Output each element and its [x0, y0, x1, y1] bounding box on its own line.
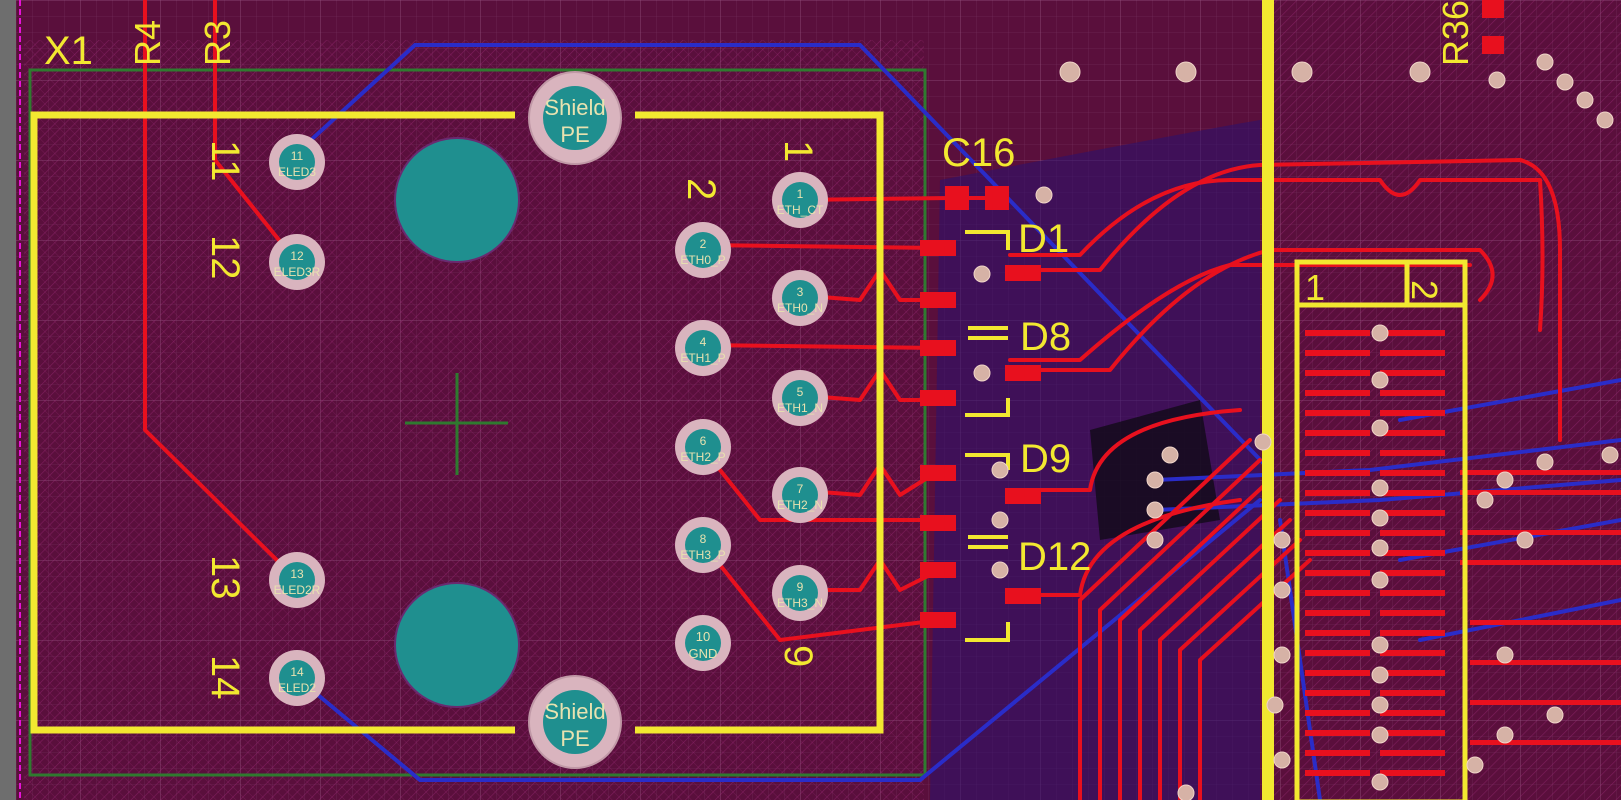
silk-pin-2: 2: [679, 178, 723, 200]
shield-pad-bottom: Shield PE: [528, 675, 622, 769]
connector-pad-9: 9 ETH3_N: [772, 565, 828, 621]
silk-pin-11: 11: [203, 140, 247, 182]
pad-number: 6: [700, 434, 707, 448]
pad-net-name: GND: [689, 646, 718, 661]
connector-pad-3: 3 ETH0_N: [772, 270, 828, 326]
pad-net-name: ETH_CT: [777, 203, 824, 217]
pad-net-name: ETH1_N: [777, 401, 823, 415]
silk-pin-12: 12: [203, 235, 247, 280]
refdes-d9: D9: [1020, 437, 1071, 481]
shield-label-bottom: Shield: [544, 699, 605, 724]
ic-footprint-pads: [1305, 330, 1621, 776]
refdes-d8: D8: [1020, 315, 1071, 359]
refdes-d12: D12: [1018, 535, 1091, 579]
pad-number: 14: [290, 665, 304, 679]
mounting-hole: [394, 582, 520, 708]
connector-pad-10: 10 GND: [675, 615, 731, 671]
refdes-r36: R36: [1435, 0, 1476, 66]
shield-net-bottom: PE: [560, 726, 589, 751]
connector-pad-14: 14 ELED2: [269, 650, 325, 706]
pad-net-name: ETH3_N: [777, 596, 823, 610]
pad-number: 8: [700, 532, 707, 546]
shield-net-top: PE: [560, 122, 589, 147]
connector-pad-4: 4 ETH1_P: [675, 320, 731, 376]
silkscreen-labels: X1 R4 R3 R36 C16 D1 D8 D9 D12 1 2 1 2 9 …: [44, 0, 1476, 700]
mounting-hole: [394, 137, 520, 263]
pad-number: 2: [700, 237, 707, 251]
component-origin-crosshair: [405, 373, 508, 475]
silk-pin-13: 13: [203, 555, 247, 600]
connector-pad-8: 8 ETH3_P: [675, 517, 731, 573]
silk-pin-1: 1: [776, 140, 820, 162]
vias: [973, 53, 1619, 800]
ic-pin2-mark: 2: [1404, 280, 1445, 300]
pad-number: 3: [797, 285, 804, 299]
pad-net-name: ELED3R: [274, 265, 321, 279]
refdes-r3: R3: [197, 20, 238, 66]
pad-net-name: ELED2R: [274, 583, 321, 597]
pad-number: 13: [290, 567, 304, 581]
pad-number: 1: [797, 187, 804, 201]
pad-number: 12: [290, 249, 304, 263]
connector-pad-2: 2 ETH0_P: [675, 222, 731, 278]
ic-pin1-mark: 1: [1305, 267, 1325, 308]
silk-pin-9: 9: [776, 645, 820, 667]
connector-pad-5: 5 ETH1_N: [772, 370, 828, 426]
pad-net-name: ETH1_P: [680, 351, 725, 365]
pad-net-name: ETH0_N: [777, 301, 823, 315]
silkscreen-outlines: [30, 0, 1468, 800]
pad-number: 9: [797, 580, 804, 594]
silk-pin-14: 14: [203, 655, 247, 700]
connector-pad-12: 12 ELED3R: [269, 234, 325, 290]
pad-net-name: ELED3: [278, 165, 316, 179]
mounting-holes: [394, 137, 520, 708]
connector-pad-13: 13 ELED2R: [269, 552, 325, 608]
pad-net-name: ETH2_N: [777, 498, 823, 512]
shield-pad-top: Shield PE: [528, 71, 622, 165]
refdes-c16: C16: [942, 131, 1015, 175]
refdes-x1: X1: [44, 29, 93, 73]
pad-number: 5: [797, 385, 804, 399]
shield-label-top: Shield: [544, 95, 605, 120]
pad-number: 10: [696, 629, 710, 644]
pad-number: 11: [291, 149, 304, 163]
refdes-r4: R4: [127, 20, 168, 66]
pad-number: 4: [700, 335, 707, 349]
connector-pad-7: 7 ETH2_N: [772, 467, 828, 523]
pad-net-name: ELED2: [278, 681, 316, 695]
connector-courtyard: [28, 68, 927, 777]
refdes-d1: D1: [1018, 217, 1069, 261]
smd-pads: [920, 0, 1504, 628]
pad-number: 7: [797, 482, 804, 496]
pad-net-name: ETH0_P: [680, 253, 725, 267]
pad-net-name: ETH2_P: [680, 450, 725, 464]
pad-net-name: ETH3_P: [680, 548, 725, 562]
connector-pad-6: 6 ETH2_P: [675, 419, 731, 475]
connector-pad-1: 1 ETH_CT: [772, 172, 828, 228]
connector-pad-11: 11 ELED3: [269, 134, 325, 190]
